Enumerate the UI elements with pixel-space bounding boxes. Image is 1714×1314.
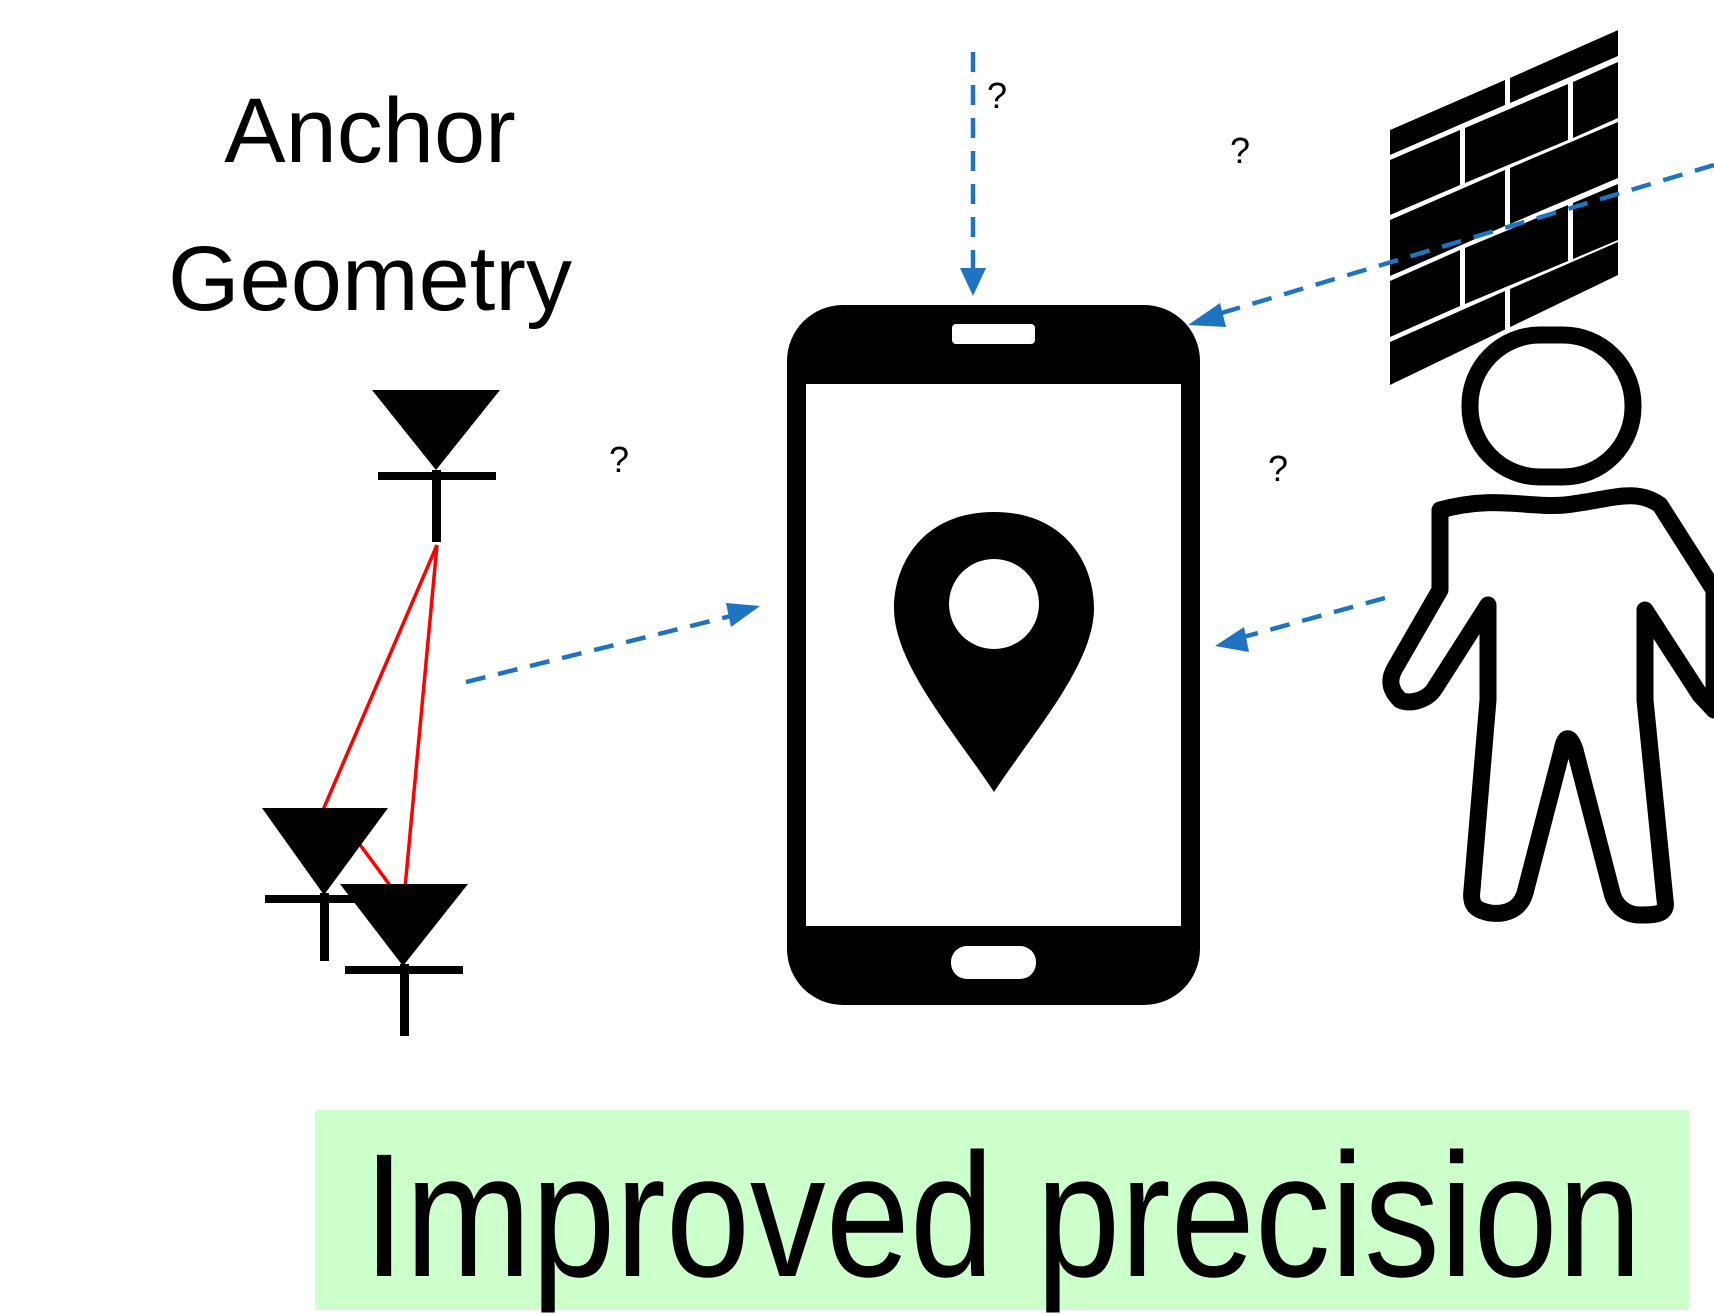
signal-arrows bbox=[465, 52, 1714, 685]
unknown-marker: ? bbox=[987, 75, 1007, 116]
unknown-marker: ? bbox=[1230, 130, 1250, 171]
result-banner: Improved precision bbox=[315, 1110, 1689, 1310]
anchor-antenna-icon bbox=[372, 390, 500, 542]
anchor-geometry-lines bbox=[321, 544, 439, 890]
unknown-marker: ? bbox=[1268, 448, 1288, 489]
title-line-2: Geometry bbox=[168, 228, 572, 330]
anchor-antenna-icon bbox=[340, 884, 468, 1036]
smartphone-location-icon bbox=[787, 305, 1200, 1005]
title-line-1: Anchor bbox=[224, 80, 516, 182]
brick-wall-icon bbox=[1390, 30, 1618, 385]
result-banner-text: Improved precision bbox=[362, 1118, 1642, 1314]
person-icon bbox=[1382, 326, 1714, 924]
anchor-antenna-icon bbox=[262, 808, 388, 961]
unknown-marker: ? bbox=[609, 439, 629, 480]
